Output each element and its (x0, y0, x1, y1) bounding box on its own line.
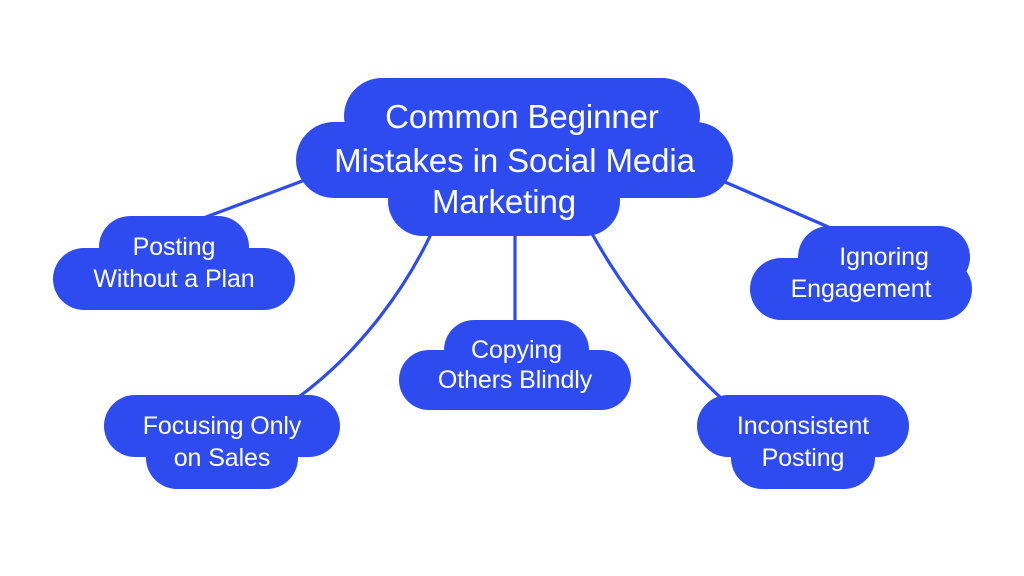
central-node-line-2: Mistakes in Social Media (334, 141, 695, 179)
branch-focusing-band-1: Focusing Only (104, 395, 340, 457)
branch-inconsistent-line-2: Posting (761, 443, 845, 472)
branch-focusing-band-2: on Sales (146, 427, 298, 489)
branch-posting-line-2: Without a Plan (93, 264, 255, 293)
connector-central-to-posting (196, 178, 307, 222)
central-node[interactable]: Common Beginner Mistakes in Social Media… (296, 78, 733, 236)
branch-node-focusing-only-on-sales[interactable]: Focusing Only on Sales (104, 395, 340, 489)
connector-central-to-ignoring (723, 180, 835, 231)
branch-node-ignoring-engagement[interactable]: Ignoring Engagement (750, 226, 972, 320)
branch-inconsistent-band-2: Posting (731, 427, 875, 489)
central-node-line-1: Common Beginner (385, 97, 659, 135)
branch-inconsistent-line-1: Inconsistent (736, 411, 870, 440)
branch-node-copying-others-blindly[interactable]: Copying Others Blindly (399, 320, 631, 410)
branch-focusing-line-2: on Sales (173, 443, 271, 472)
branch-focusing-line-1: Focusing Only (142, 411, 302, 440)
central-node-line-3: Marketing (432, 182, 576, 220)
branch-node-inconsistent-posting[interactable]: Inconsistent Posting (697, 395, 909, 489)
branch-copying-line-2: Others Blindly (437, 365, 593, 394)
branch-ignoring-band-2: Engagement (750, 258, 972, 320)
central-node-band-3: Marketing (388, 166, 620, 236)
branch-ignoring-line-1: Ignoring (839, 242, 929, 271)
branch-ignoring-line-2: Engagement (790, 274, 932, 303)
branch-posting-band-2: Without a Plan (53, 248, 295, 310)
branch-posting-line-1: Posting (132, 232, 216, 261)
branch-node-posting-without-a-plan[interactable]: Posting Without a Plan (53, 216, 295, 310)
branch-copying-line-1: Copying (470, 335, 563, 364)
